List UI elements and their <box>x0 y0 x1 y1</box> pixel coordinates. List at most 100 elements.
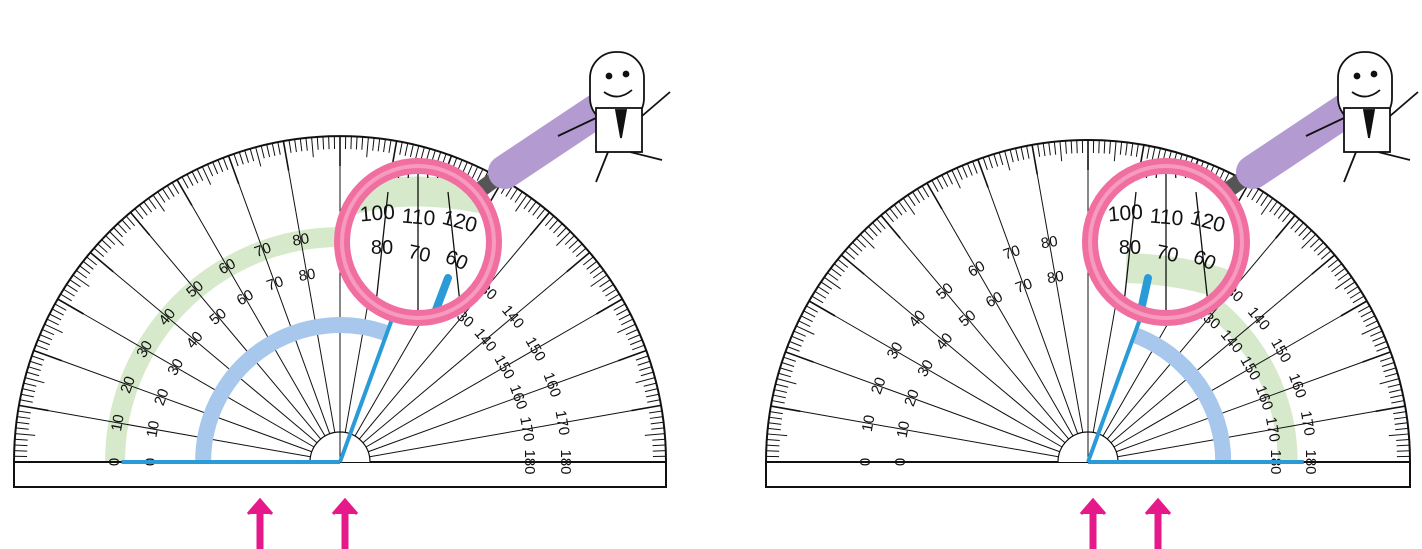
inner-scale-label: 70 <box>1013 275 1034 297</box>
tick <box>244 150 249 163</box>
tick <box>769 416 783 420</box>
tick <box>176 179 193 207</box>
tick <box>46 318 59 326</box>
reference-line <box>191 205 326 437</box>
tick <box>152 194 165 212</box>
character-arm <box>1305 117 1345 137</box>
tick <box>916 188 925 201</box>
protractor-right: 0102030405060708010011012013014015016017… <box>764 51 1419 549</box>
outer-scale-label: 80 <box>291 230 310 250</box>
tick <box>260 145 265 159</box>
tick <box>1260 194 1269 207</box>
tick <box>998 152 1004 166</box>
tick <box>778 372 792 378</box>
reference-line <box>369 410 632 458</box>
tick <box>1273 204 1283 216</box>
tick <box>639 366 652 371</box>
reference-line <box>899 237 1070 440</box>
outer-scale-label: 170 <box>552 409 573 437</box>
tick <box>767 427 781 431</box>
protractor-left: 0102030405060708010011012013014015016017… <box>12 51 671 549</box>
reference-line <box>238 183 331 434</box>
reference-line <box>365 313 597 448</box>
tick <box>814 290 827 299</box>
tick <box>646 393 659 398</box>
tick <box>536 208 546 220</box>
tick <box>650 421 664 425</box>
magnified-inner-label: 70 <box>406 241 432 267</box>
tick <box>1361 325 1381 335</box>
magnified-inner-label: 80 <box>1119 237 1141 259</box>
magnified-tick <box>1174 170 1177 179</box>
outer-scale-label: 20 <box>117 374 139 395</box>
tick <box>876 218 886 230</box>
reference-line <box>1036 174 1084 433</box>
reference-line <box>48 410 311 458</box>
tick <box>311 137 314 158</box>
tick <box>1365 320 1378 327</box>
tick <box>15 433 36 436</box>
tick <box>255 146 262 167</box>
tick <box>627 334 641 341</box>
tick <box>1388 389 1402 393</box>
magnified-inner-label: 70 <box>1154 241 1180 267</box>
magnified-ray <box>416 274 452 314</box>
outer-scale-label: 20 <box>868 375 890 396</box>
tick <box>143 201 153 213</box>
tick <box>125 215 136 227</box>
tick <box>1275 214 1296 239</box>
tick <box>527 201 537 213</box>
tick <box>44 323 63 334</box>
tick <box>1388 433 1409 437</box>
tick <box>1109 140 1111 154</box>
tick <box>383 139 386 153</box>
tick <box>767 433 788 437</box>
tick <box>1042 143 1046 157</box>
tick <box>1070 140 1073 154</box>
tick <box>1349 290 1362 299</box>
tick <box>17 410 31 414</box>
reference-line <box>149 234 322 440</box>
tick <box>1048 142 1051 156</box>
tick <box>1387 383 1401 388</box>
tick <box>1393 411 1407 415</box>
tick <box>618 313 631 321</box>
cartoon-character-icon <box>1305 51 1419 183</box>
tick <box>1251 188 1260 201</box>
outer-scale-label: 0 <box>106 458 123 466</box>
reference-line <box>288 170 336 433</box>
tick <box>770 405 801 413</box>
outer-scale-label: 30 <box>133 338 156 361</box>
tick <box>1352 295 1365 304</box>
tick <box>24 377 45 384</box>
tick <box>366 137 369 158</box>
tick <box>613 303 626 311</box>
character-smile <box>1351 89 1381 98</box>
character-eye <box>1370 70 1378 78</box>
tick <box>988 155 993 169</box>
tick <box>791 335 804 342</box>
outer-scale-label: 10 <box>859 414 879 433</box>
tick <box>415 145 420 159</box>
corner-arrow-icon <box>1144 497 1172 549</box>
outer-scale-label: 60 <box>216 255 239 278</box>
tick <box>823 276 841 290</box>
tick <box>617 349 647 362</box>
tick <box>936 177 944 190</box>
inner-scale-label: 80 <box>1046 268 1065 288</box>
tick <box>1363 315 1376 323</box>
magnified-inner-label: 80 <box>371 237 393 259</box>
reference-line <box>1110 273 1313 444</box>
tick <box>515 194 528 212</box>
tick <box>544 215 555 227</box>
tick <box>212 161 219 175</box>
tick <box>1358 305 1370 313</box>
tick <box>1151 146 1156 160</box>
character-eye <box>622 70 630 78</box>
tick <box>621 318 634 326</box>
tick <box>1396 444 1410 447</box>
magnified-outer-label: 100 <box>359 201 396 227</box>
tick <box>1327 258 1339 268</box>
tick <box>637 360 651 366</box>
